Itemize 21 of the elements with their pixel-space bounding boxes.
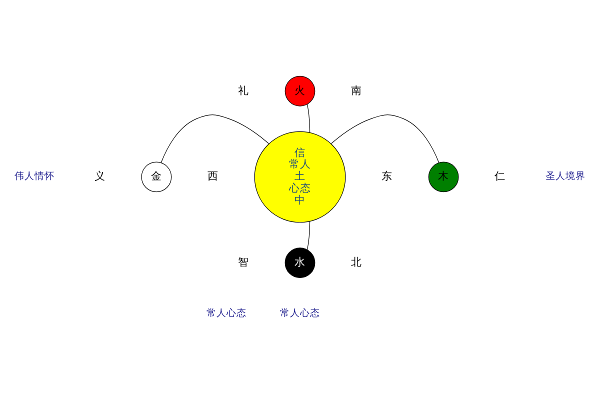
node-circle: 信 常人 土 心态 中 — [254, 130, 346, 222]
node-circle: 火 — [284, 75, 316, 106]
node-circle: 水 — [284, 247, 316, 278]
node-circle: 木 — [428, 161, 459, 192]
connector — [160, 114, 270, 163]
node-label: 东 — [381, 169, 392, 182]
node-label: 礼 — [238, 83, 249, 96]
node-label: 北 — [351, 254, 362, 268]
node-label: 智 — [238, 254, 249, 268]
connector — [330, 114, 440, 163]
connector — [306, 103, 310, 132]
node-label: 西 — [208, 169, 219, 182]
node-label: 义 — [94, 169, 106, 182]
label: 伟人情怀 — [14, 170, 54, 182]
connector — [306, 220, 310, 250]
node-circle: 金 — [141, 161, 172, 192]
node-label: 南 — [351, 83, 362, 96]
label: 常人心态 — [280, 308, 320, 319]
node-label: 仁 — [494, 169, 506, 182]
label: 常人心态 — [206, 308, 247, 319]
label: 圣人境界 — [546, 170, 586, 182]
